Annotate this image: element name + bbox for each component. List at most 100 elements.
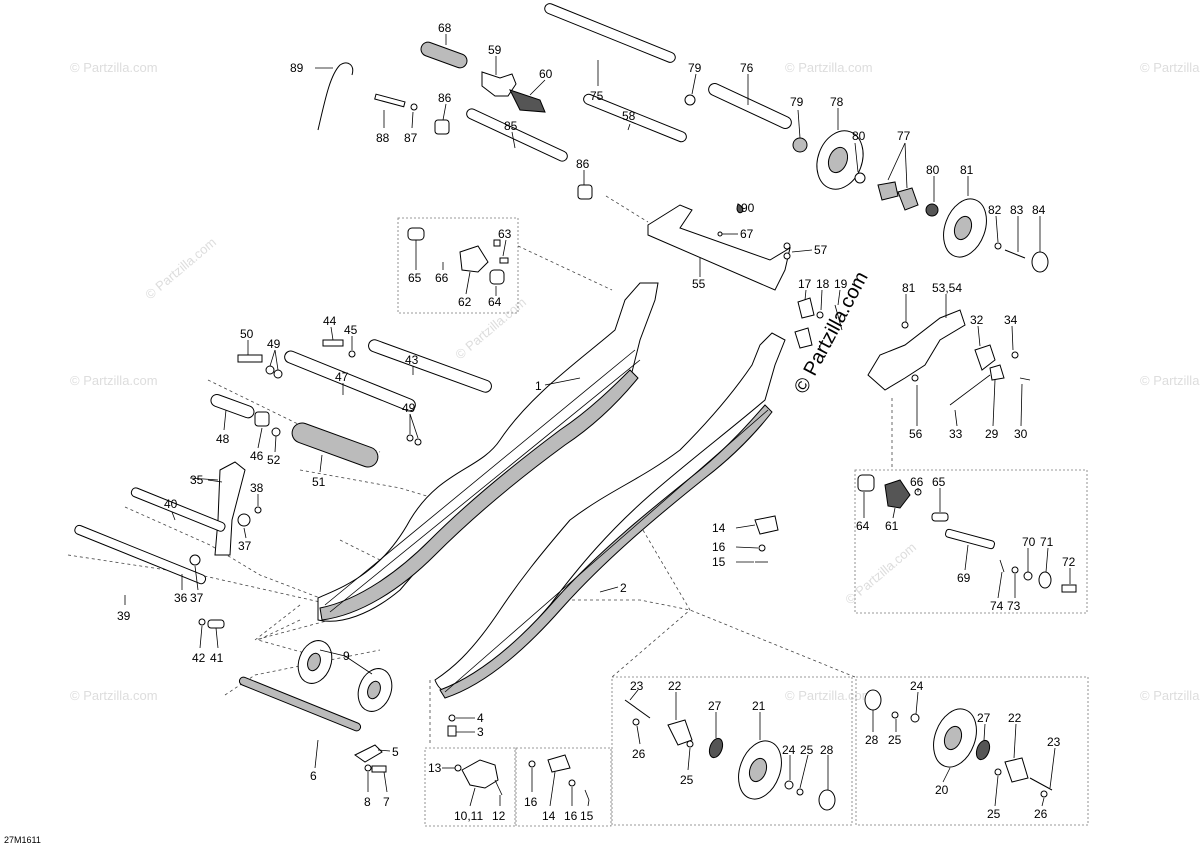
callout-88[interactable]: 88 [376,131,390,145]
callout-8[interactable]: 8 [364,795,371,809]
callout-26[interactable]: 26 [1034,807,1048,821]
callout-27[interactable]: 27 [708,699,722,713]
callout-72[interactable]: 72 [1062,555,1076,569]
callout-80[interactable]: 80 [926,163,940,177]
callout-9[interactable]: 9 [343,649,350,663]
callout-37[interactable]: 37 [238,539,252,553]
callout-5[interactable]: 5 [392,745,399,759]
callout-15[interactable]: 15 [712,555,726,569]
callout-48[interactable]: 48 [216,432,230,446]
callout-78[interactable]: 78 [830,95,844,109]
callout-29[interactable]: 29 [985,427,999,441]
callout-86[interactable]: 86 [576,157,590,171]
callout-25[interactable]: 25 [800,743,814,757]
callout-28[interactable]: 28 [820,743,834,757]
callout-2[interactable]: 2 [620,581,627,595]
callout-67[interactable]: 67 [740,227,754,241]
callout-87[interactable]: 87 [404,131,418,145]
callout-39[interactable]: 39 [117,609,131,623]
callout-50[interactable]: 50 [240,327,254,341]
callout-32[interactable]: 32 [970,313,984,327]
callout-26[interactable]: 26 [632,747,646,761]
callout-3[interactable]: 3 [477,725,484,739]
callout-23[interactable]: 23 [1047,735,1061,749]
callout-64[interactable]: 64 [488,295,502,309]
callout-35[interactable]: 35 [190,473,204,487]
callout-18[interactable]: 18 [816,277,830,291]
callout-89[interactable]: 89 [290,61,304,75]
callout-14[interactable]: 14 [712,521,726,535]
callout-81[interactable]: 81 [902,281,916,295]
callout-86[interactable]: 86 [438,91,452,105]
callout-7[interactable]: 7 [383,795,390,809]
callout-52[interactable]: 52 [267,453,281,467]
callout-58[interactable]: 58 [622,109,636,123]
callout-44[interactable]: 44 [323,314,337,328]
callout-10-11[interactable]: 10,11 [454,809,483,823]
callout-22[interactable]: 22 [1008,711,1022,725]
callout-25[interactable]: 25 [888,733,902,747]
callout-30[interactable]: 30 [1014,427,1028,441]
callout-19[interactable]: 19 [834,277,848,291]
callout-49[interactable]: 49 [402,401,416,415]
callout-79[interactable]: 79 [790,95,804,109]
callout-76[interactable]: 76 [740,61,754,75]
callout-55[interactable]: 55 [692,277,706,291]
callout-65[interactable]: 65 [408,271,422,285]
callout-66[interactable]: 66 [435,271,449,285]
callout-33[interactable]: 33 [949,427,963,441]
callout-15[interactable]: 15 [580,809,594,823]
callout-65[interactable]: 65 [932,475,946,489]
callout-66[interactable]: 66 [910,475,924,489]
callout-71[interactable]: 71 [1040,535,1054,549]
callout-53-54[interactable]: 53,54 [932,281,962,295]
callout-57[interactable]: 57 [814,243,828,257]
callout-81[interactable]: 81 [960,163,974,177]
callout-80[interactable]: 80 [852,129,866,143]
callout-77[interactable]: 77 [897,129,911,143]
callout-69[interactable]: 69 [957,571,971,585]
callout-56[interactable]: 56 [909,427,923,441]
callout-74[interactable]: 74 [990,599,1004,613]
callout-4[interactable]: 4 [477,711,484,725]
callout-62[interactable]: 62 [458,295,472,309]
callout-36[interactable]: 36 [174,591,188,605]
callout-84[interactable]: 84 [1032,203,1046,217]
callout-25[interactable]: 25 [987,807,1001,821]
callout-60[interactable]: 60 [539,67,553,81]
callout-45[interactable]: 45 [344,323,358,337]
callout-63[interactable]: 63 [498,227,512,241]
callout-85[interactable]: 85 [504,119,518,133]
callout-1[interactable]: 1 [535,379,542,393]
callout-37[interactable]: 37 [190,591,204,605]
callout-13[interactable]: 13 [428,761,442,775]
callout-38[interactable]: 38 [250,481,264,495]
callout-51[interactable]: 51 [312,475,326,489]
callout-27[interactable]: 27 [977,711,991,725]
callout-22[interactable]: 22 [668,679,682,693]
callout-59[interactable]: 59 [488,43,502,57]
callout-23[interactable]: 23 [630,679,644,693]
callout-64[interactable]: 64 [856,519,870,533]
callout-34[interactable]: 34 [1004,313,1018,327]
callout-16[interactable]: 16 [524,795,538,809]
callout-40[interactable]: 40 [164,497,178,511]
callout-21[interactable]: 21 [752,699,766,713]
callout-83[interactable]: 83 [1010,203,1024,217]
callout-49[interactable]: 49 [267,337,281,351]
callout-20[interactable]: 20 [935,783,949,797]
callout-14[interactable]: 14 [542,809,556,823]
callout-46[interactable]: 46 [250,449,264,463]
callout-79[interactable]: 79 [688,61,702,75]
callout-43[interactable]: 43 [405,353,419,367]
callout-16[interactable]: 16 [564,809,578,823]
callout-90[interactable]: 90 [741,201,755,215]
callout-16[interactable]: 16 [712,540,726,554]
callout-68[interactable]: 68 [438,21,452,35]
callout-17[interactable]: 17 [798,277,812,291]
callout-82[interactable]: 82 [988,203,1002,217]
callout-73[interactable]: 73 [1007,599,1021,613]
callout-25[interactable]: 25 [680,773,694,787]
callout-12[interactable]: 12 [492,809,506,823]
callout-75[interactable]: 75 [590,89,604,103]
